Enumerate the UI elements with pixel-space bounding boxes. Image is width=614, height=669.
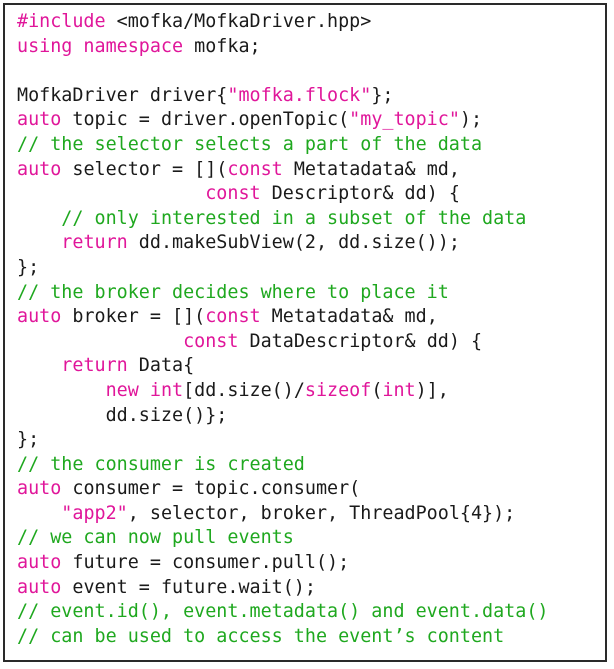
code-token-keyword: using namespace bbox=[17, 35, 184, 57]
code-token-plain bbox=[17, 355, 61, 376]
code-line: // the consumer is created bbox=[17, 453, 548, 478]
code-line: // only interested in a subset of the da… bbox=[17, 207, 548, 232]
code-line: new int[dd.size()/sizeof(int)], bbox=[17, 379, 548, 404]
code-token-plain: Data{ bbox=[127, 355, 195, 377]
code-token-plain bbox=[17, 232, 61, 253]
code-token-keyword: const bbox=[227, 158, 283, 180]
code-token-plain: ); bbox=[459, 109, 483, 131]
code-token-comment: // the broker decides where to place it bbox=[17, 281, 449, 303]
code-line: auto broker = [](const Metatadata& md, bbox=[17, 305, 548, 330]
code-token-keyword: const bbox=[205, 306, 261, 328]
code-token-plain: topic = driver.openTopic( bbox=[61, 109, 350, 131]
code-token-plain: broker = []( bbox=[61, 306, 206, 328]
code-token-comment: // can be used to access the event’s con… bbox=[17, 625, 505, 647]
code-token-plain: }; bbox=[17, 256, 40, 278]
code-line: MofkaDriver driver{"mofka.flock"}; bbox=[17, 84, 548, 109]
code-token-plain: ( bbox=[371, 379, 383, 401]
code-token-plain: dd.makeSubView(2, dd.size()); bbox=[127, 232, 460, 254]
code-token-plain: mofka; bbox=[183, 35, 261, 57]
code-token-plain bbox=[17, 208, 61, 229]
code-listing-box: #include <mofka/MofkaDriver.hpp>using na… bbox=[3, 3, 607, 662]
code-token-keyword: const bbox=[183, 330, 239, 352]
code-listing: #include <mofka/MofkaDriver.hpp>using na… bbox=[17, 10, 548, 649]
code-token-plain bbox=[17, 331, 183, 352]
code-token-plain: future = consumer.pull(); bbox=[61, 552, 350, 574]
code-line: }; bbox=[17, 428, 548, 453]
code-token-keyword: auto bbox=[17, 158, 62, 180]
code-token-string: "my_topic" bbox=[349, 109, 460, 131]
code-token-plain: Metatadata& md, bbox=[260, 306, 438, 328]
code-token-string: "app2" bbox=[61, 502, 128, 524]
code-token-plain: [dd.size()/ bbox=[183, 379, 305, 401]
code-line: auto consumer = topic.consumer( bbox=[17, 477, 548, 502]
code-token-comment: // only interested in a subset of the da… bbox=[61, 207, 527, 229]
code-line: #include <mofka/MofkaDriver.hpp> bbox=[17, 10, 548, 35]
code-line: const DataDescriptor& dd) { bbox=[17, 330, 548, 355]
code-line: auto selector = [](const Metatadata& md, bbox=[17, 158, 548, 183]
code-line: }; bbox=[17, 256, 548, 281]
code-line: "app2", selector, broker, ThreadPool{4})… bbox=[17, 502, 548, 527]
code-token-plain: selector = []( bbox=[61, 158, 228, 180]
code-token-plain: Metatadata& md, bbox=[282, 158, 460, 180]
code-token-plain: DataDescriptor& dd) { bbox=[238, 330, 483, 352]
code-token-plain: Descriptor& dd) { bbox=[260, 183, 460, 205]
code-line: const Descriptor& dd) { bbox=[17, 182, 548, 207]
code-token-plain: }; bbox=[371, 84, 394, 106]
code-line: using namespace mofka; bbox=[17, 35, 548, 60]
code-token-plain bbox=[17, 503, 61, 524]
code-line: auto topic = driver.openTopic("my_topic"… bbox=[17, 108, 548, 133]
code-token-comment: // the consumer is created bbox=[17, 453, 305, 475]
code-token-keyword: new int bbox=[105, 379, 184, 401]
code-token-string: "mofka.flock" bbox=[227, 84, 372, 106]
code-token-keyword: #include bbox=[17, 11, 106, 32]
code-token-plain: MofkaDriver driver{ bbox=[17, 84, 228, 106]
code-token-plain: )], bbox=[415, 379, 449, 401]
code-token-plain: event = future.wait(); bbox=[61, 576, 316, 598]
code-token-keyword: return bbox=[61, 232, 128, 254]
code-token-plain: }; bbox=[17, 429, 40, 451]
code-token-keyword: return bbox=[61, 355, 128, 377]
code-token-plain: dd.size()}; bbox=[17, 404, 228, 426]
code-token-keyword: auto bbox=[17, 478, 62, 500]
code-line: // can be used to access the event’s con… bbox=[17, 625, 548, 650]
code-token-plain: , selector, broker, ThreadPool{4}); bbox=[127, 502, 516, 524]
code-line: // the broker decides where to place it bbox=[17, 281, 548, 306]
code-token-keyword: auto bbox=[17, 552, 62, 574]
code-token-keyword: const bbox=[205, 183, 261, 205]
code-line: return Data{ bbox=[17, 354, 548, 379]
code-line: auto event = future.wait(); bbox=[17, 576, 548, 601]
code-line: // the selector selects a part of the da… bbox=[17, 133, 548, 158]
code-token-keyword: auto bbox=[17, 109, 62, 131]
code-line: return dd.makeSubView(2, dd.size()); bbox=[17, 231, 548, 256]
code-token-keyword: int bbox=[382, 379, 416, 401]
code-token-plain: <mofka/MofkaDriver.hpp> bbox=[105, 11, 372, 32]
code-line: auto future = consumer.pull(); bbox=[17, 551, 548, 576]
code-token-comment: // we can now pull events bbox=[17, 527, 294, 549]
code-line: // we can now pull events bbox=[17, 526, 548, 551]
code-line: dd.size()}; bbox=[17, 404, 548, 429]
code-token-keyword: auto bbox=[17, 576, 62, 598]
code-token-comment: // event.id(), event.metadata() and even… bbox=[17, 601, 549, 623]
code-line: // event.id(), event.metadata() and even… bbox=[17, 600, 548, 625]
code-token-comment: // the selector selects a part of the da… bbox=[17, 133, 483, 155]
code-line bbox=[17, 59, 548, 84]
code-token-plain bbox=[17, 183, 205, 204]
code-token-keyword: sizeof bbox=[304, 379, 372, 401]
code-token-keyword: auto bbox=[17, 306, 62, 328]
code-token-plain: consumer = topic.consumer( bbox=[61, 478, 361, 500]
code-token-plain bbox=[17, 380, 106, 401]
